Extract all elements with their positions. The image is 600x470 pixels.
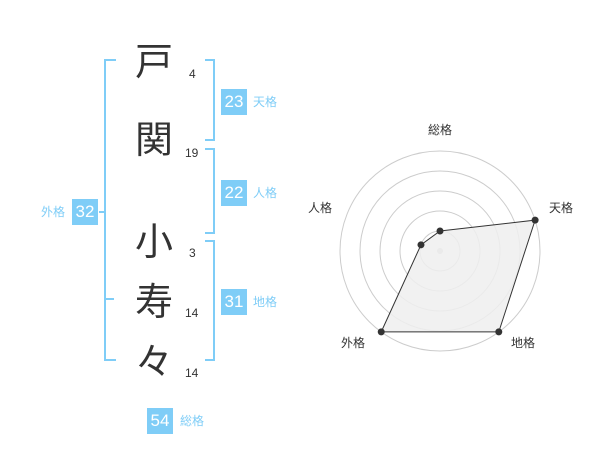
radar-axis-label-jinkaku: 人格 <box>308 201 333 215</box>
tenkaku-bracket <box>205 59 215 141</box>
radar-point-2 <box>495 328 503 336</box>
radar-point-3 <box>377 328 385 336</box>
tenkaku-value-badge: 23 <box>221 89 247 115</box>
soukaku-label: 総格 <box>180 414 205 428</box>
radar-axis-label-chikaku: 地格 <box>511 336 536 350</box>
gaikaku-bracket <box>104 59 116 361</box>
jinkaku-value-badge: 22 <box>221 180 247 206</box>
tenkaku-label: 天格 <box>253 95 278 109</box>
stroke-count-5: 14 <box>185 366 199 380</box>
radar-series-polygon <box>380 219 536 333</box>
chikaku-value-badge: 31 <box>221 289 247 315</box>
jinkaku-label: 人格 <box>253 186 278 200</box>
gaikaku-value-badge: 32 <box>72 199 98 225</box>
name-char-2: 関 <box>134 118 173 162</box>
chikaku-label: 地格 <box>253 295 278 309</box>
radar-point-1 <box>531 216 539 224</box>
name-char-3: 小 <box>134 220 173 264</box>
name-char-4: 寿 <box>134 280 173 324</box>
radar-point-0 <box>436 227 444 235</box>
gaikaku-label: 外格 <box>41 205 66 219</box>
gaikaku-bracket-tick <box>104 298 114 300</box>
stroke-count-4: 14 <box>185 306 199 320</box>
gaikaku-bracket-nub <box>99 211 105 213</box>
soukaku-value-badge: 54 <box>147 408 173 434</box>
name-char-1: 戸 <box>134 40 173 84</box>
radar-axis-label-gaikaku: 外格 <box>341 336 366 350</box>
stroke-count-2: 19 <box>185 146 199 160</box>
radar-point-4 <box>417 241 425 249</box>
radar-axis-label-tenkaku: 天格 <box>549 201 574 215</box>
radar-axis-label-soukaku: 総格 <box>428 123 453 137</box>
stroke-count-1: 4 <box>189 67 196 81</box>
chikaku-bracket <box>205 240 215 361</box>
radar-ring-5 <box>339 150 541 352</box>
jinkaku-bracket <box>205 148 215 234</box>
name-char-5: 々 <box>134 340 173 384</box>
stroke-count-3: 3 <box>189 246 196 260</box>
